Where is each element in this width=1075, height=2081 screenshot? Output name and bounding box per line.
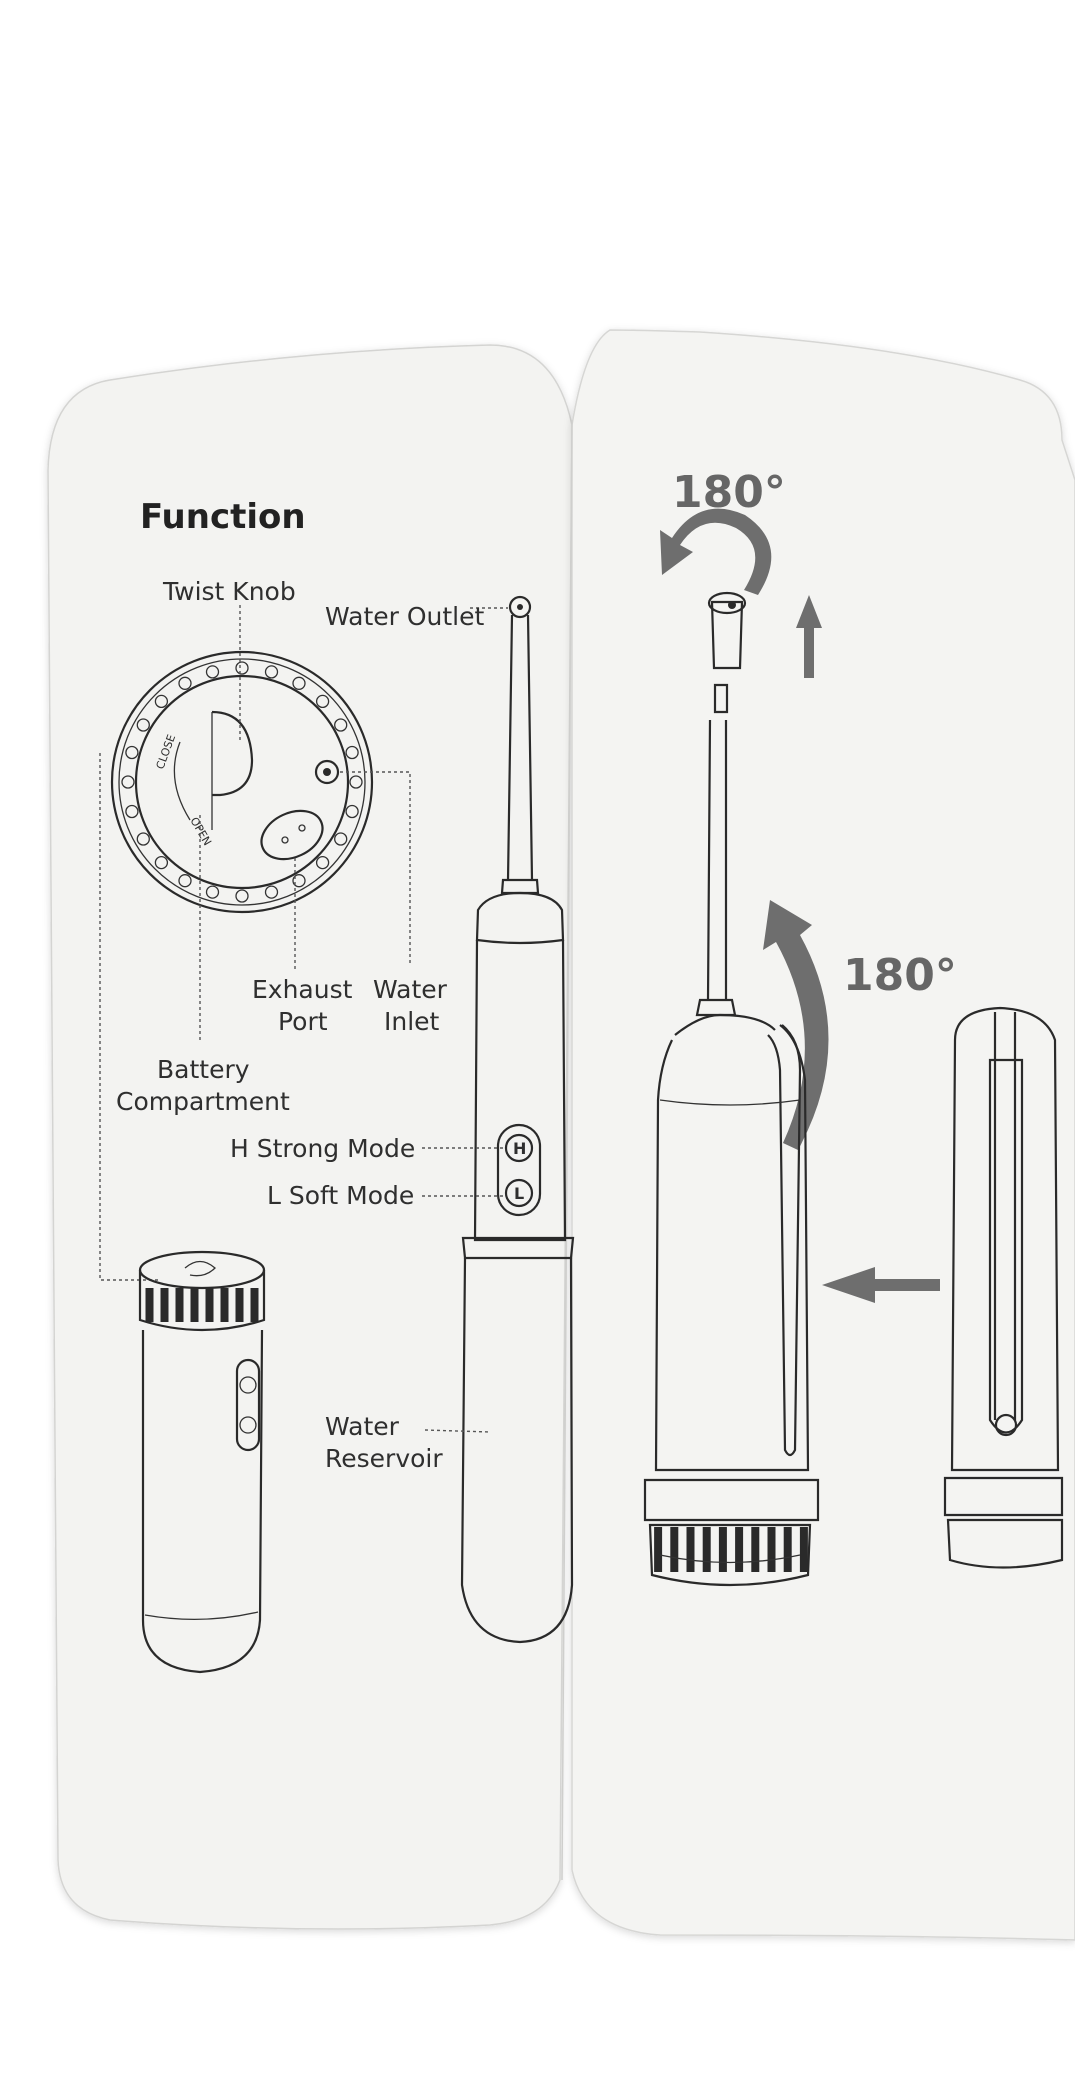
battery-label-1: Battery: [157, 1055, 250, 1084]
knob-tooth: [136, 718, 150, 732]
exhaust-port-label-2: Port: [278, 1007, 328, 1036]
knob-tooth: [154, 855, 169, 870]
water-reservoir-label-2: Reservoir: [325, 1444, 443, 1473]
rotation-top-label: 180°: [672, 467, 786, 518]
knob-tooth: [334, 832, 348, 846]
grip-rib: [175, 1288, 184, 1322]
twist-knob-label: Twist Knob: [162, 577, 296, 606]
right-device-drawing: [643, 719, 820, 1587]
knob-tooth: [345, 804, 359, 819]
h-button-glyph: H: [513, 1139, 526, 1158]
strong-mode-label: H Strong Mode: [230, 1134, 415, 1163]
knob-tooth: [349, 775, 363, 789]
knob-tooth: [264, 665, 279, 679]
grip-rib: [702, 1527, 711, 1572]
exhaust-port-label-1: Exhaust: [252, 975, 353, 1004]
knob-tooth: [125, 745, 139, 760]
water-reservoir-label-1: Water: [325, 1412, 400, 1441]
knob-tooth: [315, 694, 330, 709]
fold-crease: [561, 419, 573, 1881]
grip-rib: [735, 1527, 744, 1572]
nozzle-tip-drawing: [707, 591, 747, 714]
small-device-drawing: [138, 1250, 266, 1674]
knob-tooth: [315, 855, 330, 870]
grip-rib: [751, 1527, 760, 1572]
battery-label-2: Compartment: [116, 1087, 290, 1116]
grip-rib: [799, 1527, 808, 1572]
grip-rib: [783, 1527, 792, 1572]
grip-rib: [654, 1527, 663, 1572]
knob-tooth: [136, 832, 150, 846]
grip-rib: [235, 1288, 244, 1322]
grip-rib: [718, 1527, 727, 1572]
knob-tooth: [205, 665, 220, 679]
knob-tooth: [205, 885, 220, 899]
side-rotate-arrow-icon: [763, 900, 829, 1150]
knob-tooth: [121, 775, 135, 789]
water-outlet-label: Water Outlet: [325, 602, 484, 631]
soft-mode-label: L Soft Mode: [267, 1181, 414, 1210]
grip-rib: [145, 1288, 154, 1322]
grip-rib: [220, 1288, 229, 1322]
grip-rib: [190, 1288, 199, 1322]
grip-rib: [670, 1527, 679, 1572]
grip-rib: [160, 1288, 169, 1322]
main-device-drawing: H L: [460, 595, 575, 1644]
knob-tooth: [125, 804, 139, 819]
water-inlet-label-1: Water: [373, 975, 448, 1004]
page-title: Function: [140, 497, 306, 537]
knob-tooth: [292, 676, 306, 690]
right-panel: [571, 329, 1075, 1941]
knob-tooth: [178, 676, 192, 690]
left-panel: [47, 344, 573, 1930]
knob-tooth: [345, 745, 359, 760]
up-arrow-icon: [796, 595, 822, 678]
edge-device-drawing: [943, 1006, 1064, 1569]
l-button-glyph: L: [514, 1184, 524, 1203]
knob-tooth: [235, 661, 249, 675]
knob-tooth: [292, 874, 306, 888]
grip-rib: [686, 1527, 695, 1572]
knob-tooth: [235, 889, 249, 903]
rotation-side-label: 180°: [843, 950, 957, 1001]
knob-tooth: [264, 885, 279, 899]
leader-water-inlet: [340, 771, 411, 965]
left-arrow-icon: [822, 1267, 940, 1303]
grip-rib: [205, 1288, 214, 1322]
leader-water-reservoir: [424, 1429, 491, 1433]
knob-tooth: [154, 694, 169, 709]
grip-rib: [250, 1288, 259, 1322]
knob-tooth: [334, 718, 348, 732]
water-inlet-label-2: Inlet: [384, 1007, 440, 1036]
knob-tooth: [178, 874, 192, 888]
twist-knob-diagram: CLOSE OPEN: [110, 650, 374, 914]
rotate-arrow-icon: [660, 508, 772, 595]
grip-rib: [767, 1527, 776, 1572]
